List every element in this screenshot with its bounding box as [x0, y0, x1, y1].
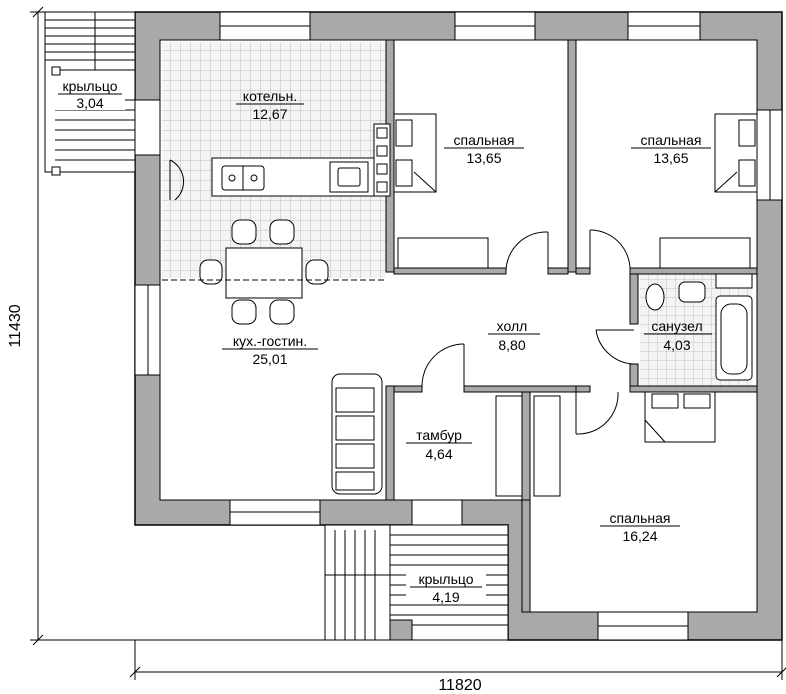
chimney [373, 123, 391, 197]
porch1-name: крыльцо [62, 78, 117, 94]
bedroom1-name: спальная [454, 132, 515, 148]
bedroom3-name: спальная [610, 510, 671, 526]
boiler-name: котельн. [243, 88, 297, 104]
porch2-name: крыльцо [418, 571, 473, 587]
bedroom1-area: 13,65 [466, 150, 501, 166]
porch2-area: 4,19 [432, 589, 459, 605]
width-dimension: 11820 [438, 677, 481, 694]
bathroom-name: санузел [651, 318, 702, 334]
porch1-area: 3,04 [76, 95, 103, 111]
bath-fixtures [645, 273, 753, 381]
windows [134, 11, 783, 641]
sofa [331, 373, 383, 495]
vestibule-name: тамбур [416, 427, 462, 443]
boiler-area: 12,67 [252, 106, 287, 122]
dimension-lines [30, 6, 786, 680]
door-opening-top-left [134, 99, 161, 156]
kitchen-counter [211, 157, 387, 197]
bedroom2-name: спальная [641, 132, 702, 148]
kitchen-name: кух.-гостин. [233, 333, 307, 349]
hall-area: 8,80 [498, 337, 525, 353]
vestibule-area: 4,64 [425, 446, 452, 462]
bathroom-area: 4,03 [663, 337, 690, 353]
door-opening-bottom [411, 499, 463, 526]
dining-table [199, 219, 329, 325]
hall-name: холл [497, 318, 528, 334]
beds [393, 113, 758, 443]
kitchen-area: 25,01 [252, 351, 287, 367]
height-dimension: 11430 [7, 304, 24, 347]
bedroom3-area: 16,24 [622, 528, 657, 544]
bedroom2-area: 13,65 [653, 150, 688, 166]
wardrobes [397, 237, 751, 497]
